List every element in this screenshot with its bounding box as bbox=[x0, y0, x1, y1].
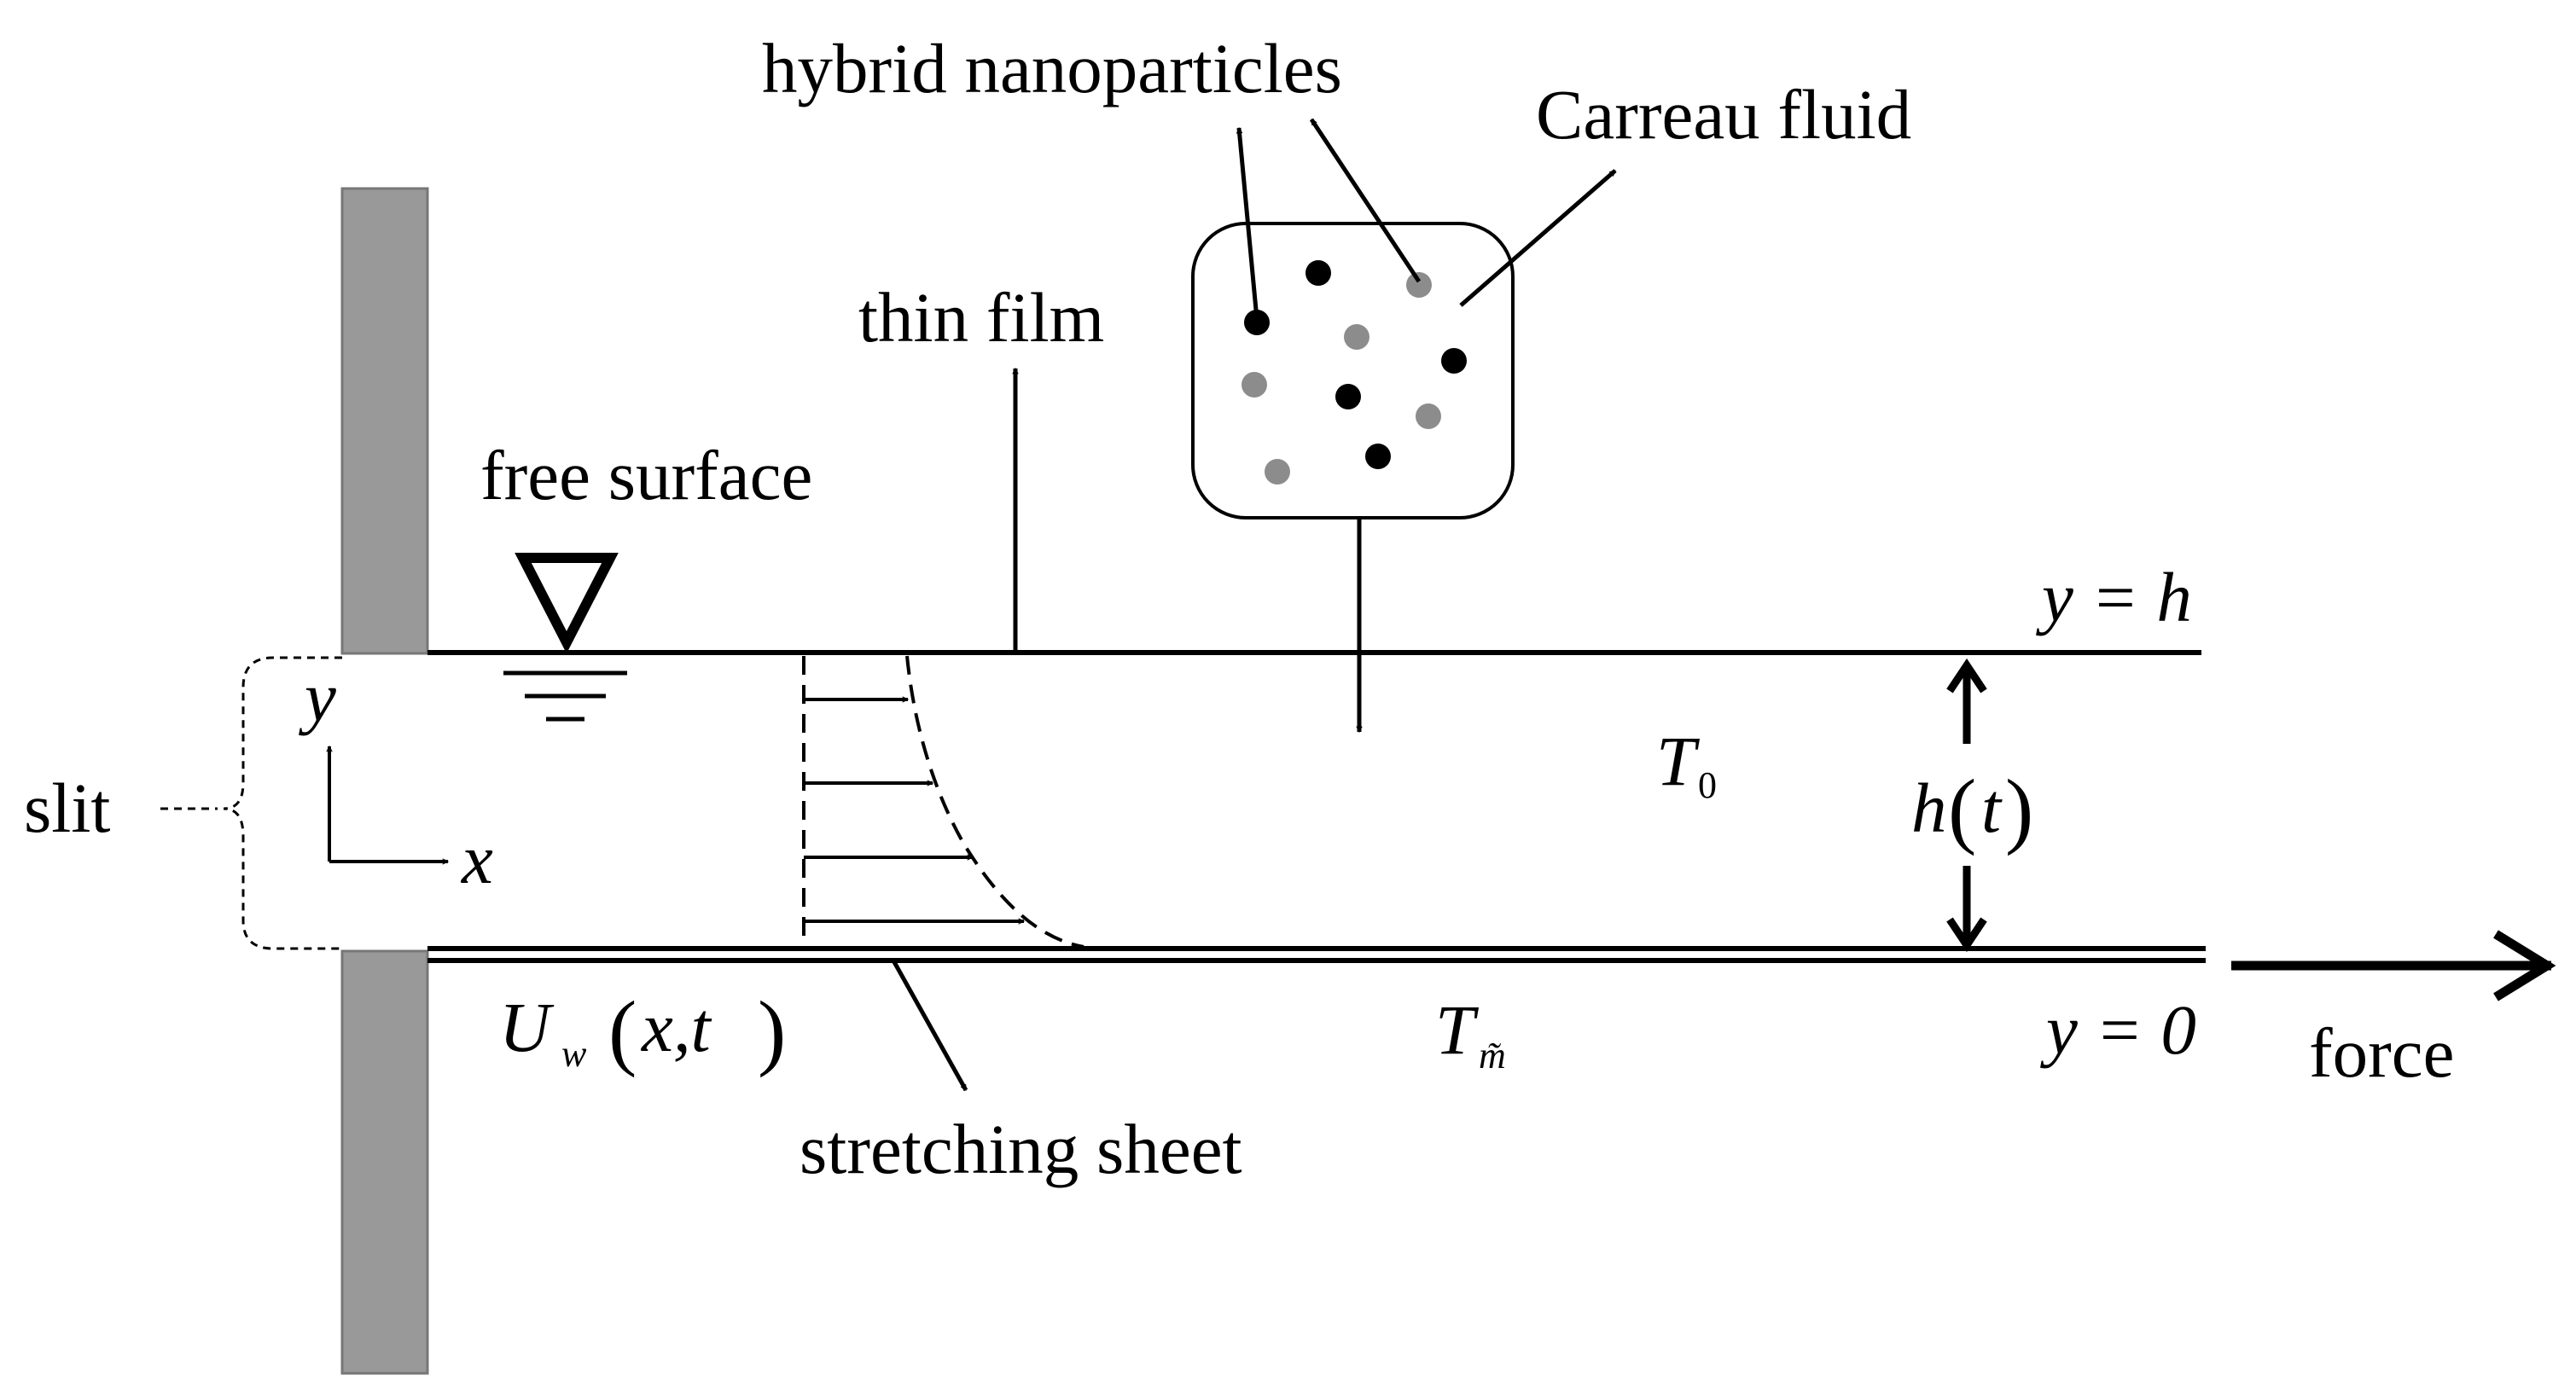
nanoparticle-dark bbox=[1365, 444, 1391, 469]
nanoparticle-dark bbox=[1441, 348, 1467, 374]
svg-text:): ) bbox=[2005, 762, 2033, 856]
hybrid-nanoparticles-label: hybrid nanoparticles bbox=[762, 29, 1342, 107]
stretching-sheet-arrow bbox=[891, 959, 968, 1092]
svg-text:(: ( bbox=[608, 984, 637, 1078]
velocity-profile bbox=[802, 655, 1084, 949]
nanoparticle-dark bbox=[1335, 384, 1361, 409]
slit-label: slit bbox=[24, 769, 110, 847]
nanoparticle-dark bbox=[1305, 260, 1331, 286]
nanoparticle-light bbox=[1265, 459, 1290, 485]
carreau-fluid-box bbox=[1191, 222, 1515, 519]
svg-text:m̃: m̃ bbox=[1479, 1035, 1506, 1077]
svg-text:t: t bbox=[1981, 769, 2003, 847]
free-surface-label: free surface bbox=[480, 436, 812, 514]
y-axis-label: y bbox=[299, 658, 336, 736]
thin-film-label: thin film bbox=[858, 278, 1104, 357]
top-boundary-label: y = h bbox=[2036, 558, 2192, 636]
carreau-fluid-label: Carreau fluid bbox=[1536, 75, 1911, 154]
nanoparticle-dark bbox=[1244, 310, 1270, 335]
nanoparticle-light bbox=[1344, 324, 1369, 350]
sheet-temperature-label: T m̃ bbox=[1435, 990, 1506, 1077]
force-label: force bbox=[2309, 1013, 2454, 1092]
svg-text:T: T bbox=[1656, 722, 1701, 800]
svg-text:x,t: x,t bbox=[640, 988, 712, 1066]
svg-text:(: ( bbox=[1948, 762, 1976, 856]
nanoparticle-pointer-arrow bbox=[1309, 118, 1422, 283]
bottom-boundary-label: y = 0 bbox=[2040, 990, 2196, 1069]
slit-bracket bbox=[223, 656, 342, 950]
nanoparticle-light bbox=[1416, 403, 1441, 429]
upper-wall bbox=[340, 187, 429, 655]
coordinate-axes bbox=[329, 746, 448, 862]
svg-text:): ) bbox=[758, 984, 786, 1078]
stretching-sheet-label: stretching sheet bbox=[800, 1110, 1242, 1188]
svg-text:U: U bbox=[499, 988, 555, 1066]
x-axis-label: x bbox=[460, 820, 493, 898]
svg-text:w: w bbox=[561, 1033, 587, 1075]
carreau-fluid-pointer-arrow bbox=[1459, 169, 1617, 307]
film-thickness-arrow bbox=[1946, 658, 1987, 953]
nanoparticle-light bbox=[1406, 272, 1432, 298]
ambient-temperature-label: T 0 bbox=[1656, 722, 1717, 806]
svg-text:T: T bbox=[1435, 990, 1480, 1069]
nanoparticle-light bbox=[1241, 372, 1267, 398]
nanoparticle-pointer-arrow bbox=[1239, 128, 1259, 320]
free-surface-symbol bbox=[503, 553, 627, 722]
svg-text:0: 0 bbox=[1698, 764, 1717, 806]
nanoparticles bbox=[1241, 260, 1467, 485]
sheet-velocity-label: U w ( x,t ) bbox=[499, 984, 786, 1078]
lower-wall bbox=[340, 949, 429, 1375]
force-arrow bbox=[2231, 930, 2556, 1001]
film-thickness-label: h ( t ) bbox=[1911, 762, 2033, 856]
svg-text:h: h bbox=[1911, 769, 1947, 847]
